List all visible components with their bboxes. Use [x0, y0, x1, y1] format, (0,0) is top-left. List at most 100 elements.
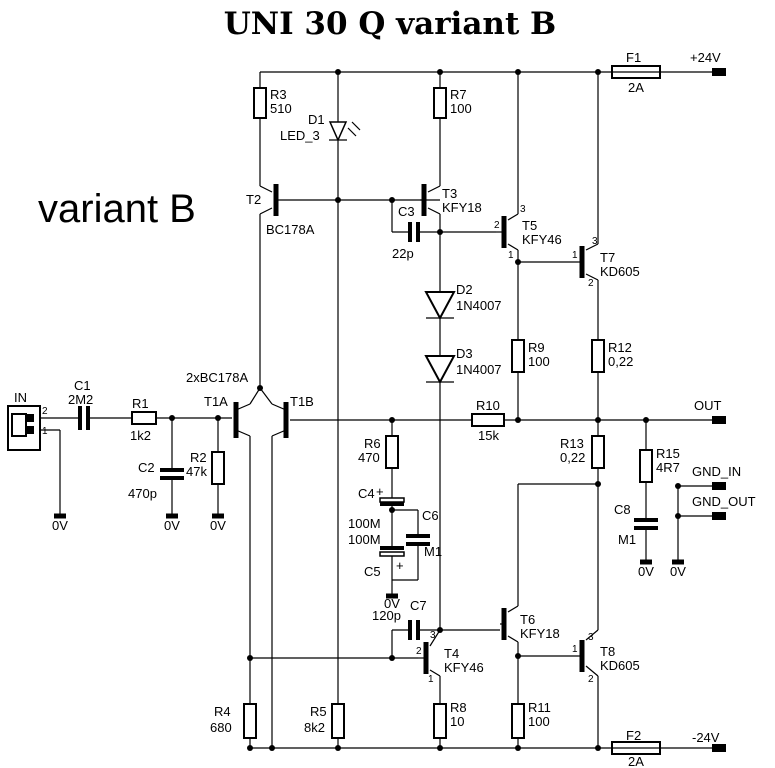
t1b-label: T1B	[290, 394, 314, 409]
wires	[40, 71, 712, 749]
c3-capacitor	[408, 222, 420, 242]
r5-resistor	[331, 703, 345, 739]
in-pin-1: 1	[42, 426, 48, 437]
gnd-label-c8: 0V	[638, 564, 654, 579]
r10-value: 15k	[478, 428, 499, 443]
t5-type: KFY46	[522, 232, 562, 247]
d3-label: D3	[456, 346, 473, 361]
t6-transistor	[500, 608, 507, 640]
t8-label: T8	[600, 644, 615, 659]
r5-label: R5	[310, 704, 327, 719]
r7-value: 100	[450, 101, 472, 116]
c2-capacitor	[160, 468, 184, 480]
t2-type: BC178A	[266, 222, 315, 237]
r1-label: R1	[132, 396, 149, 411]
t5-label: T5	[522, 218, 537, 233]
t5-pin-1: 1	[508, 250, 514, 261]
t4-pin-1: 1	[428, 674, 434, 685]
t7-pin-1: 1	[572, 250, 578, 261]
r12-value: 0,22	[608, 354, 633, 369]
t4-pin-2: 2	[416, 646, 422, 657]
t2-transistor	[273, 184, 280, 216]
t6-type: KFY18	[520, 626, 560, 641]
r5-value: 8k2	[304, 720, 325, 735]
d2-value: 1N4007	[456, 298, 502, 313]
d2-label: D2	[456, 282, 473, 297]
t7-transistor	[578, 246, 585, 278]
c8-label: C8	[614, 502, 631, 517]
c4-plus: +	[376, 484, 384, 499]
c2-value: 470p	[128, 486, 157, 501]
f2-label: F2	[626, 728, 641, 743]
gnd-label-gnd: 0V	[670, 564, 686, 579]
c3-value: 22p	[392, 246, 414, 261]
c7-label: C7	[410, 598, 427, 613]
t1b-transistor	[271, 402, 289, 438]
c2-label: C2	[138, 460, 155, 475]
c1-label: C1	[74, 378, 91, 393]
ground-symbols	[54, 513, 684, 599]
f1-value: 2A	[628, 80, 644, 95]
t8-pin-2: 2	[588, 674, 594, 685]
f1-fuse	[611, 65, 661, 79]
r3-value: 510	[270, 101, 292, 116]
t1a-transistor	[233, 402, 251, 438]
r2-value: 47k	[186, 464, 207, 479]
r6-resistor	[385, 435, 399, 469]
t4-type: KFY46	[444, 660, 484, 675]
r8-resistor	[433, 703, 447, 739]
t7-pin-2: 2	[588, 278, 594, 289]
r7-resistor	[433, 87, 447, 119]
r15-label: R15	[656, 446, 680, 461]
t8-transistor	[578, 640, 585, 672]
junction-dots	[169, 69, 681, 751]
out-terminal	[712, 416, 726, 424]
gnd-in-label: GND_IN	[692, 464, 741, 479]
c3-label: C3	[398, 204, 415, 219]
r12-label: R12	[608, 340, 632, 355]
c5-capacitor	[379, 546, 405, 557]
r11-resistor	[511, 703, 525, 739]
t1-type: 2xBC178A	[186, 370, 248, 385]
pin-numbers: 2 1 3 2 1 3 1 2 3 2 1 3 1 2	[42, 204, 598, 685]
c8-capacitor	[634, 518, 658, 530]
r6-value: 470	[358, 450, 380, 465]
f2-value: 2A	[628, 754, 644, 768]
r13-value: 0,22	[560, 450, 585, 465]
t4-pin-3: 3	[430, 630, 436, 641]
d1-label: D1	[308, 112, 325, 127]
c7-value: 120p	[372, 608, 401, 623]
c6-value: M1	[424, 544, 442, 559]
t7-pin-3: 3	[592, 236, 598, 247]
t3-label: T3	[442, 186, 457, 201]
out-label: OUT	[694, 398, 722, 413]
r9-value: 100	[528, 354, 550, 369]
r3-resistor	[253, 87, 267, 119]
c6-capacitor	[406, 534, 430, 546]
gnd-out-label: GND_OUT	[692, 494, 756, 509]
r4-resistor	[243, 703, 257, 739]
r12-resistor	[591, 339, 605, 373]
r8-value: 10	[450, 714, 464, 729]
r1-resistor	[131, 411, 157, 425]
r2-label: R2	[190, 450, 207, 465]
d2-diode	[424, 291, 456, 321]
t1a-label: T1A	[204, 394, 228, 409]
schematic-title: UNI 30 Q variant B	[224, 6, 557, 42]
f1-label: F1	[626, 50, 641, 65]
r13-resistor	[591, 435, 605, 469]
vminus-label: -24V	[692, 730, 720, 745]
in-label: IN	[14, 390, 27, 405]
d3-diode	[424, 355, 456, 385]
vplus-label: +24V	[690, 50, 721, 65]
r2-resistor	[211, 451, 225, 485]
gnd-label-r2: 0V	[210, 518, 226, 533]
r4-value: 680	[210, 720, 232, 735]
c1-capacitor	[78, 406, 90, 430]
variant-label: variant B	[38, 187, 196, 231]
d1-value: LED_3	[280, 128, 320, 143]
r10-resistor	[471, 413, 505, 427]
t2-label: T2	[246, 192, 261, 207]
t4-transistor	[418, 642, 429, 674]
